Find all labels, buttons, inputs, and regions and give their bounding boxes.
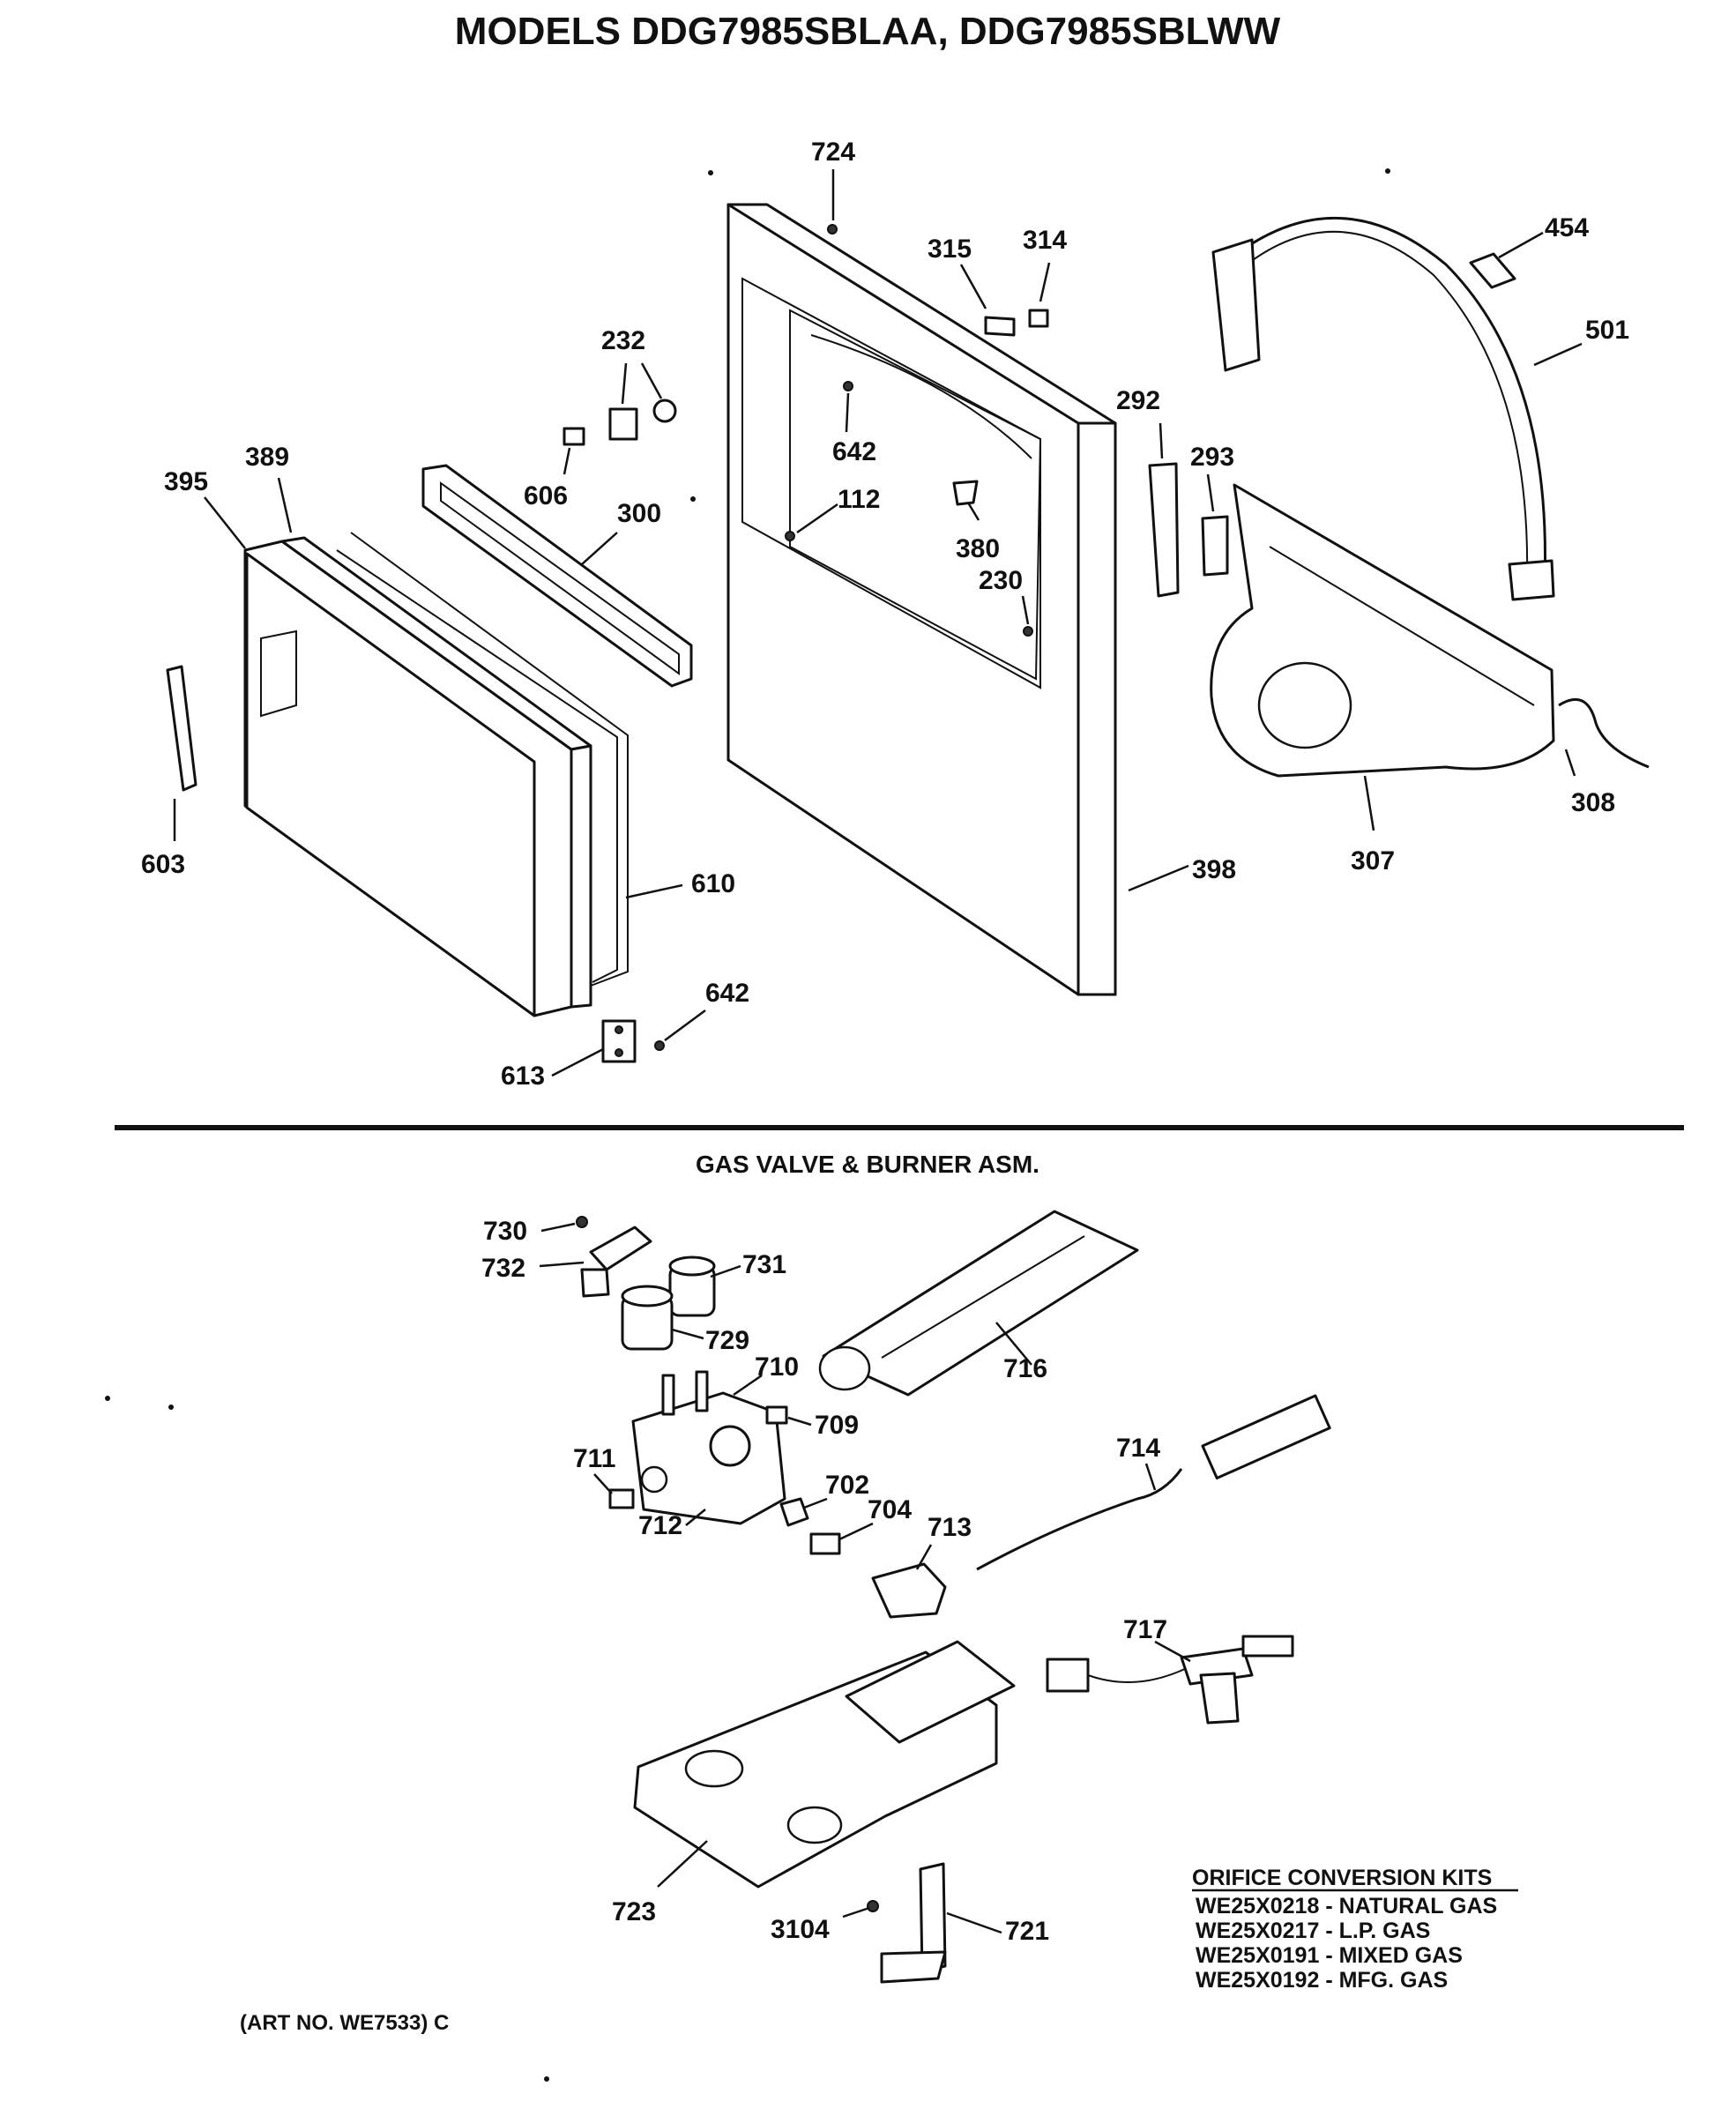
callout-717: 717 bbox=[1123, 1615, 1167, 1644]
callout-300: 300 bbox=[617, 499, 661, 528]
callout-232: 232 bbox=[601, 326, 645, 355]
callout-454: 454 bbox=[1545, 213, 1589, 242]
door-hinge bbox=[601, 1019, 637, 1063]
top-screw bbox=[827, 224, 838, 235]
callout-724: 724 bbox=[811, 138, 855, 167]
callout-606: 606 bbox=[524, 481, 568, 510]
door-clip bbox=[563, 427, 585, 446]
orifice-kit-item: WE25X0192 - MFG. GAS bbox=[1196, 1968, 1448, 1993]
callout-714: 714 bbox=[1116, 1434, 1160, 1463]
bracket-293 bbox=[1201, 515, 1229, 577]
callout-716: 716 bbox=[1003, 1354, 1047, 1383]
hinge-screw bbox=[654, 1040, 665, 1051]
igniter bbox=[1046, 1635, 1294, 1725]
door-handle bbox=[166, 665, 197, 792]
callout-704: 704 bbox=[868, 1495, 912, 1524]
burner-bracket bbox=[633, 1640, 1016, 1889]
valve-fitting-711 bbox=[608, 1488, 635, 1509]
bracket-292 bbox=[1148, 462, 1180, 598]
callout-721: 721 bbox=[1005, 1917, 1049, 1946]
section-divider bbox=[115, 1125, 1684, 1130]
orifice-kit-item: WE25X0217 - L.P. GAS bbox=[1196, 1919, 1430, 1943]
callout-603: 603 bbox=[141, 850, 185, 879]
felt-pad bbox=[1469, 252, 1516, 289]
callout-732: 732 bbox=[481, 1254, 525, 1283]
callout-730: 730 bbox=[483, 1217, 527, 1246]
callout-642-bottom: 642 bbox=[705, 979, 749, 1008]
callout-723: 723 bbox=[612, 1897, 656, 1926]
gas-valve-body bbox=[631, 1370, 786, 1525]
main-orifice-704 bbox=[809, 1532, 841, 1555]
page-title: MODELS DDG7985SBLAA, DDG7985SBLWW bbox=[455, 10, 1281, 53]
door-assembly bbox=[243, 536, 618, 1017]
callout-398: 398 bbox=[1192, 855, 1236, 884]
callout-230: 230 bbox=[979, 566, 1023, 595]
art-number: (ART NO. WE7533) C bbox=[240, 2011, 449, 2035]
callout-731: 731 bbox=[742, 1250, 786, 1279]
door-switch bbox=[984, 309, 1049, 337]
coil-bracket bbox=[580, 1226, 652, 1298]
callout-702: 702 bbox=[825, 1471, 869, 1500]
burner-tube bbox=[818, 1210, 1139, 1397]
orifice-kit-item: WE25X0218 - NATURAL GAS bbox=[1196, 1894, 1497, 1919]
lint-housing bbox=[421, 464, 693, 688]
door-gasket bbox=[350, 532, 629, 987]
callout-713: 713 bbox=[928, 1513, 972, 1542]
socket-screw bbox=[1023, 626, 1033, 637]
igniter-bracket bbox=[880, 1862, 947, 1984]
callout-307: 307 bbox=[1351, 846, 1395, 875]
valve-nut-702 bbox=[779, 1497, 809, 1527]
section-title: GAS VALVE & BURNER ASM. bbox=[696, 1151, 1039, 1178]
wire-harness bbox=[1558, 697, 1650, 769]
callout-710: 710 bbox=[755, 1352, 799, 1382]
callout-610: 610 bbox=[691, 869, 735, 898]
callout-642-top: 642 bbox=[832, 437, 876, 466]
callout-308: 308 bbox=[1571, 788, 1615, 817]
front-panel bbox=[726, 203, 1117, 996]
callout-711: 711 bbox=[573, 1444, 615, 1473]
orifice-kits-panel: ORIFICE CONVERSION KITS WE25X0218 - NATU… bbox=[1192, 1866, 1518, 1993]
orifice-kit-item: WE25X0191 - MIXED GAS bbox=[1196, 1943, 1463, 1968]
callout-380: 380 bbox=[956, 534, 1000, 563]
callout-112: 112 bbox=[838, 485, 880, 514]
bracket-screw bbox=[867, 1900, 879, 1912]
coil-screw bbox=[576, 1216, 588, 1228]
callout-501: 501 bbox=[1585, 316, 1629, 345]
valve-coil-731 bbox=[668, 1255, 716, 1317]
gas-pipe bbox=[976, 1394, 1331, 1571]
door-latch bbox=[608, 399, 677, 441]
callout-712: 712 bbox=[638, 1511, 682, 1540]
valve-coil-729 bbox=[621, 1285, 674, 1351]
callout-395: 395 bbox=[164, 467, 208, 496]
light-socket bbox=[952, 480, 979, 506]
callout-292: 292 bbox=[1116, 386, 1160, 415]
pipe-elbow bbox=[871, 1562, 947, 1619]
callout-389: 389 bbox=[245, 443, 289, 472]
callout-315: 315 bbox=[928, 235, 972, 264]
orifice-kits-heading: ORIFICE CONVERSION KITS bbox=[1192, 1866, 1492, 1890]
panel-fasteners bbox=[785, 381, 853, 541]
callout-729: 729 bbox=[705, 1326, 749, 1355]
callout-3104: 3104 bbox=[771, 1915, 830, 1944]
valve-orifice-709 bbox=[765, 1405, 788, 1425]
callout-709: 709 bbox=[815, 1411, 859, 1440]
callout-293: 293 bbox=[1190, 443, 1234, 472]
front-bulkhead-ring bbox=[1211, 216, 1555, 601]
callout-613: 613 bbox=[501, 1062, 545, 1091]
scan-specks bbox=[105, 168, 1390, 2082]
front-bulkhead bbox=[1210, 483, 1555, 778]
callout-314: 314 bbox=[1023, 226, 1067, 255]
